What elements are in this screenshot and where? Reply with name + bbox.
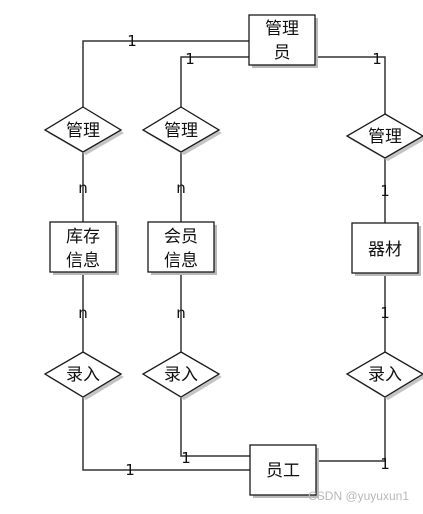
entity-equipment: 器材	[351, 222, 421, 276]
relationship-manage-inventory: 管理	[43, 106, 124, 155]
relationship-enter-equipment-label: 录入	[368, 365, 402, 385]
line-admin-manage-inventory	[82, 40, 249, 107]
entity-staff-label: 员工	[266, 461, 300, 481]
relationship-manage-member-label: 管理	[164, 121, 198, 141]
cardinality-manage-member-member: n	[176, 179, 186, 197]
watermark: CSDN @yuyuxun1	[308, 489, 409, 503]
entity-equipment-label: 器材	[368, 240, 402, 260]
relationship-enter-inventory: 录入	[43, 351, 124, 400]
line-enter-inventory-staff	[82, 397, 250, 471]
entity-inventory-label-line2: 信息	[66, 251, 100, 271]
cardinality-enter-inventory-staff: 1	[125, 461, 135, 479]
entity-member-label-line1: 会员	[164, 227, 198, 247]
line-admin-manage-equipment	[315, 56, 386, 114]
cardinality-labels: 1 1 1 n n 1 n n 1 1 1 1	[78, 32, 390, 479]
cardinality-admin-manage-inventory: 1	[127, 32, 137, 50]
cardinality-enter-member-staff: 1	[181, 449, 191, 467]
cardinality-admin-manage-member: 1	[185, 50, 195, 68]
cardinality-manage-equipment-equipment: 1	[380, 182, 390, 200]
relationship-manage-equipment-label: 管理	[368, 127, 402, 147]
relationship-enter-inventory-label: 录入	[66, 365, 100, 385]
cardinality-enter-equipment-staff: 1	[380, 455, 390, 473]
cardinality-manage-inventory-inventory: n	[78, 179, 88, 197]
entity-admin: 管理 员	[248, 14, 318, 68]
relationship-manage-inventory-label: 管理	[66, 121, 100, 141]
entity-admin-label-line1: 管理	[265, 19, 299, 39]
entity-inventory-label-line1: 库存	[66, 227, 100, 247]
relationship-enter-equipment: 录入	[345, 351, 423, 400]
relationship-enter-member: 录入	[141, 351, 222, 400]
entity-member: 会员 信息	[147, 221, 217, 275]
cardinality-member-enter-member: n	[176, 304, 186, 322]
cardinality-inventory-enter-inventory: n	[78, 304, 88, 322]
entity-admin-label-line2: 员	[274, 43, 291, 63]
cardinality-admin-manage-equipment: 1	[372, 50, 382, 68]
line-admin-manage-member	[180, 56, 249, 107]
relationship-enter-member-label: 录入	[164, 365, 198, 385]
entity-inventory: 库存 信息	[49, 221, 119, 275]
entity-member-label-line2: 信息	[164, 251, 198, 271]
connectors	[82, 40, 386, 471]
line-enter-member-staff	[180, 397, 250, 457]
relationship-manage-equipment: 管理	[345, 113, 423, 161]
entity-staff: 员工	[249, 444, 319, 498]
cardinality-equipment-enter-equipment: 1	[380, 304, 390, 322]
relationship-manage-member: 管理	[141, 106, 222, 155]
line-enter-equipment-staff	[316, 397, 386, 462]
